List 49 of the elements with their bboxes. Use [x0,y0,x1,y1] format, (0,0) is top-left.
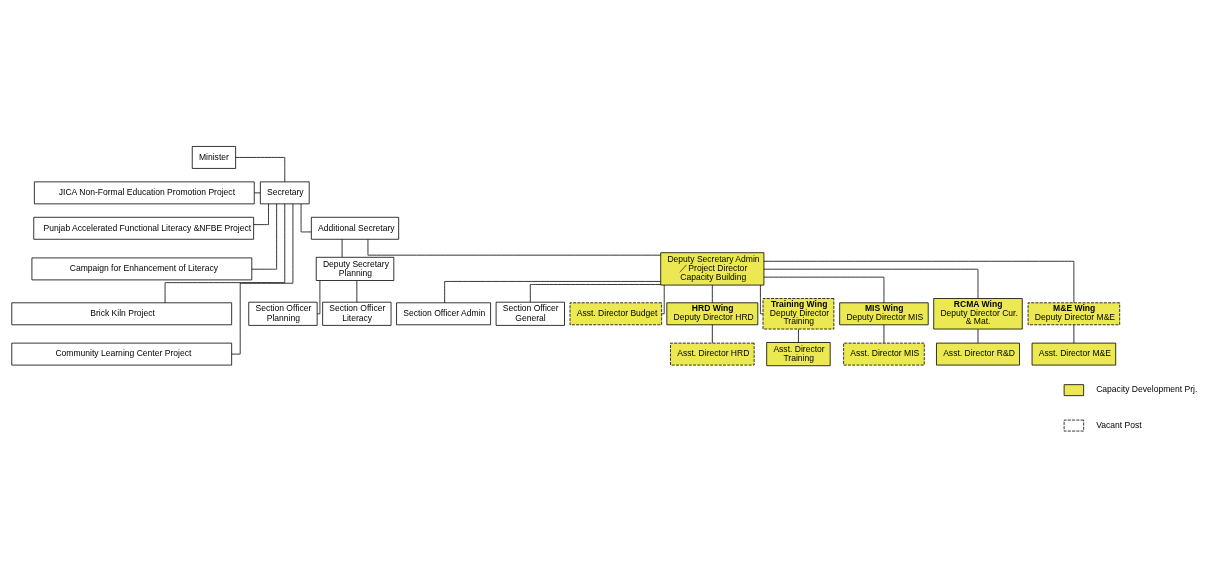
node-box: JICA Non-Formal Education Promotion Project [33,181,255,205]
node-box: Section Officer Admin [396,302,491,326]
node-box: HRD Wing Deputy Director HRD [666,302,759,326]
connector [367,238,661,256]
node-box: Section Officer Literacy [322,301,392,326]
node-box: Asst. Director HRD [670,342,755,366]
connector [798,328,799,343]
connector [251,203,278,270]
node-box: Training Wing Deputy Director Training [762,298,835,330]
connector [711,284,713,304]
node-box: Secretary [259,181,310,205]
connector [444,281,661,304]
node-box: Asst. Director Training [766,342,831,367]
connector [254,192,261,194]
connector [529,284,662,303]
connector [711,324,713,344]
connector [253,203,269,225]
legend-label: Vacant Post [1096,419,1142,430]
connector [341,239,343,258]
connector [763,260,1075,304]
node-box: Section Officer Planning [248,301,318,326]
legend-label: Capacity Development Prj. [1096,384,1198,395]
connector [316,280,321,315]
node-box: M&E Wing Deputy Director M&E [1027,302,1121,326]
node-box: MIS Wing Deputy Director MIS [839,302,929,326]
node-box: RCMA Wing Deputy Director Cur. & Mat. [933,298,1023,330]
node-box: Punjab Accelerated Functional Literacy &NFBE Project [33,216,255,240]
connector [164,203,286,304]
node-box: Additional Secretary [310,216,400,240]
node-box: Asst. Director Budget [569,302,662,326]
connector [760,284,764,315]
node-box: Deputy Secretary Planning [315,256,395,281]
node-box: Asst. Director R&D [936,342,1020,366]
connector [661,284,665,315]
connector [356,280,358,303]
connector [235,157,286,183]
connector [763,268,979,299]
node-box: Section Officer General [495,301,565,326]
node-box: Deputy Secretary Admin ／Project Director Capacity Building [660,252,765,286]
node-box: Brick Kiln Project [11,302,233,326]
connector [1073,324,1075,344]
node-box: Asst. Director M&E [1031,342,1117,366]
connector [300,203,312,233]
node-box: Asst. Director MIS [843,342,925,366]
connector [763,276,885,304]
node-box: Community Learning Center Project [11,342,233,366]
connector [231,203,294,355]
node-box: Minister [191,146,236,169]
node-box: Campaign for Enhancement of Literacy [31,257,253,281]
